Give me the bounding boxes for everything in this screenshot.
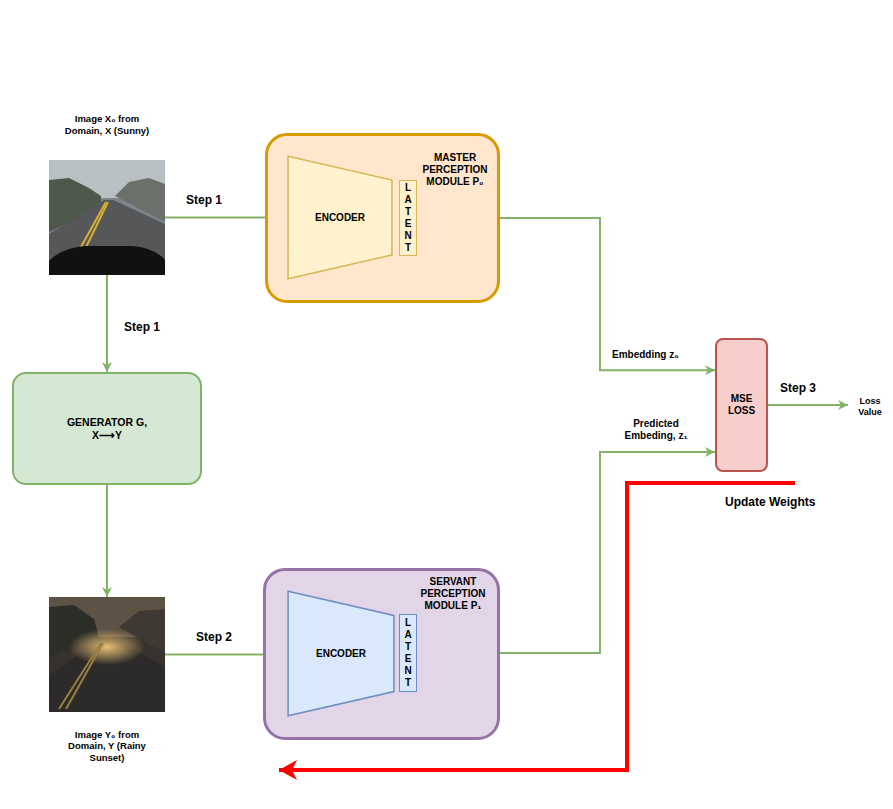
annotation-label: Update Weights: [725, 495, 837, 509]
edge-label: Step 1: [124, 320, 170, 334]
node-label: ENCODER: [316, 648, 366, 660]
encoder-outline: [288, 591, 394, 715]
module-title: SERVANT PERCEPTION MODULE P₁: [420, 576, 486, 612]
node-label: MSE LOSS: [721, 393, 762, 417]
module-title: MASTER PERCEPTION MODULE P₀: [422, 152, 488, 188]
photo-road: [49, 200, 165, 275]
latent-box: LATENT: [399, 614, 417, 692]
node-label: X⟶Y: [92, 429, 122, 442]
image-panel: Image X₀ from Domain, X (Sunny): [49, 160, 165, 275]
encoder-trapezoid: ENCODER: [287, 155, 393, 280]
photo-car-hood: [49, 246, 165, 275]
node-label: LATENT: [404, 182, 412, 254]
connector-arrow: [106, 485, 108, 597]
edge-label: Step 1: [186, 193, 232, 207]
connector-arrow: [106, 275, 108, 372]
process-box: GENERATOR G,X⟶Y: [12, 372, 202, 485]
photo-ground: [49, 597, 165, 712]
sunny-photo: [49, 160, 165, 275]
latent-box: LATENT: [399, 180, 417, 256]
node-label: ENCODER: [315, 212, 365, 224]
node-label: LATENT: [404, 617, 412, 689]
image-panel: Image Y₀ from Domain, Y (Rainy Sunset): [49, 597, 165, 712]
photo-lane: [59, 643, 101, 709]
edge-label: Embedding z₀: [612, 349, 708, 361]
module-box: MASTER PERCEPTION MODULE P₀ ENCODER LATENT: [265, 133, 500, 303]
photo-sun-glow: [69, 629, 145, 665]
node-label: GENERATOR G,: [67, 416, 147, 429]
annotation-label: Step 3: [780, 381, 832, 395]
annotation-label: Loss Value: [851, 396, 889, 418]
image-caption: Image X₀ from Domain, X (Sunny): [64, 113, 150, 136]
encoder-outline: [288, 156, 392, 279]
edge-label: Step 2: [196, 630, 242, 644]
image-caption: Image Y₀ from Domain, Y (Rainy Sunset): [64, 729, 150, 763]
output-arrow: [767, 404, 848, 406]
photo-lane: [66, 643, 103, 709]
process-box: MSE LOSS: [715, 338, 768, 472]
edge-label: Predicted Embeding, z₁: [616, 418, 696, 442]
rainy-sunset-photo: [49, 597, 165, 712]
photo-ground: [49, 160, 165, 275]
encoder-trapezoid: ENCODER: [287, 590, 395, 717]
module-box: SERVANT PERCEPTION MODULE P₁ ENCODER LATEN…: [263, 568, 500, 740]
